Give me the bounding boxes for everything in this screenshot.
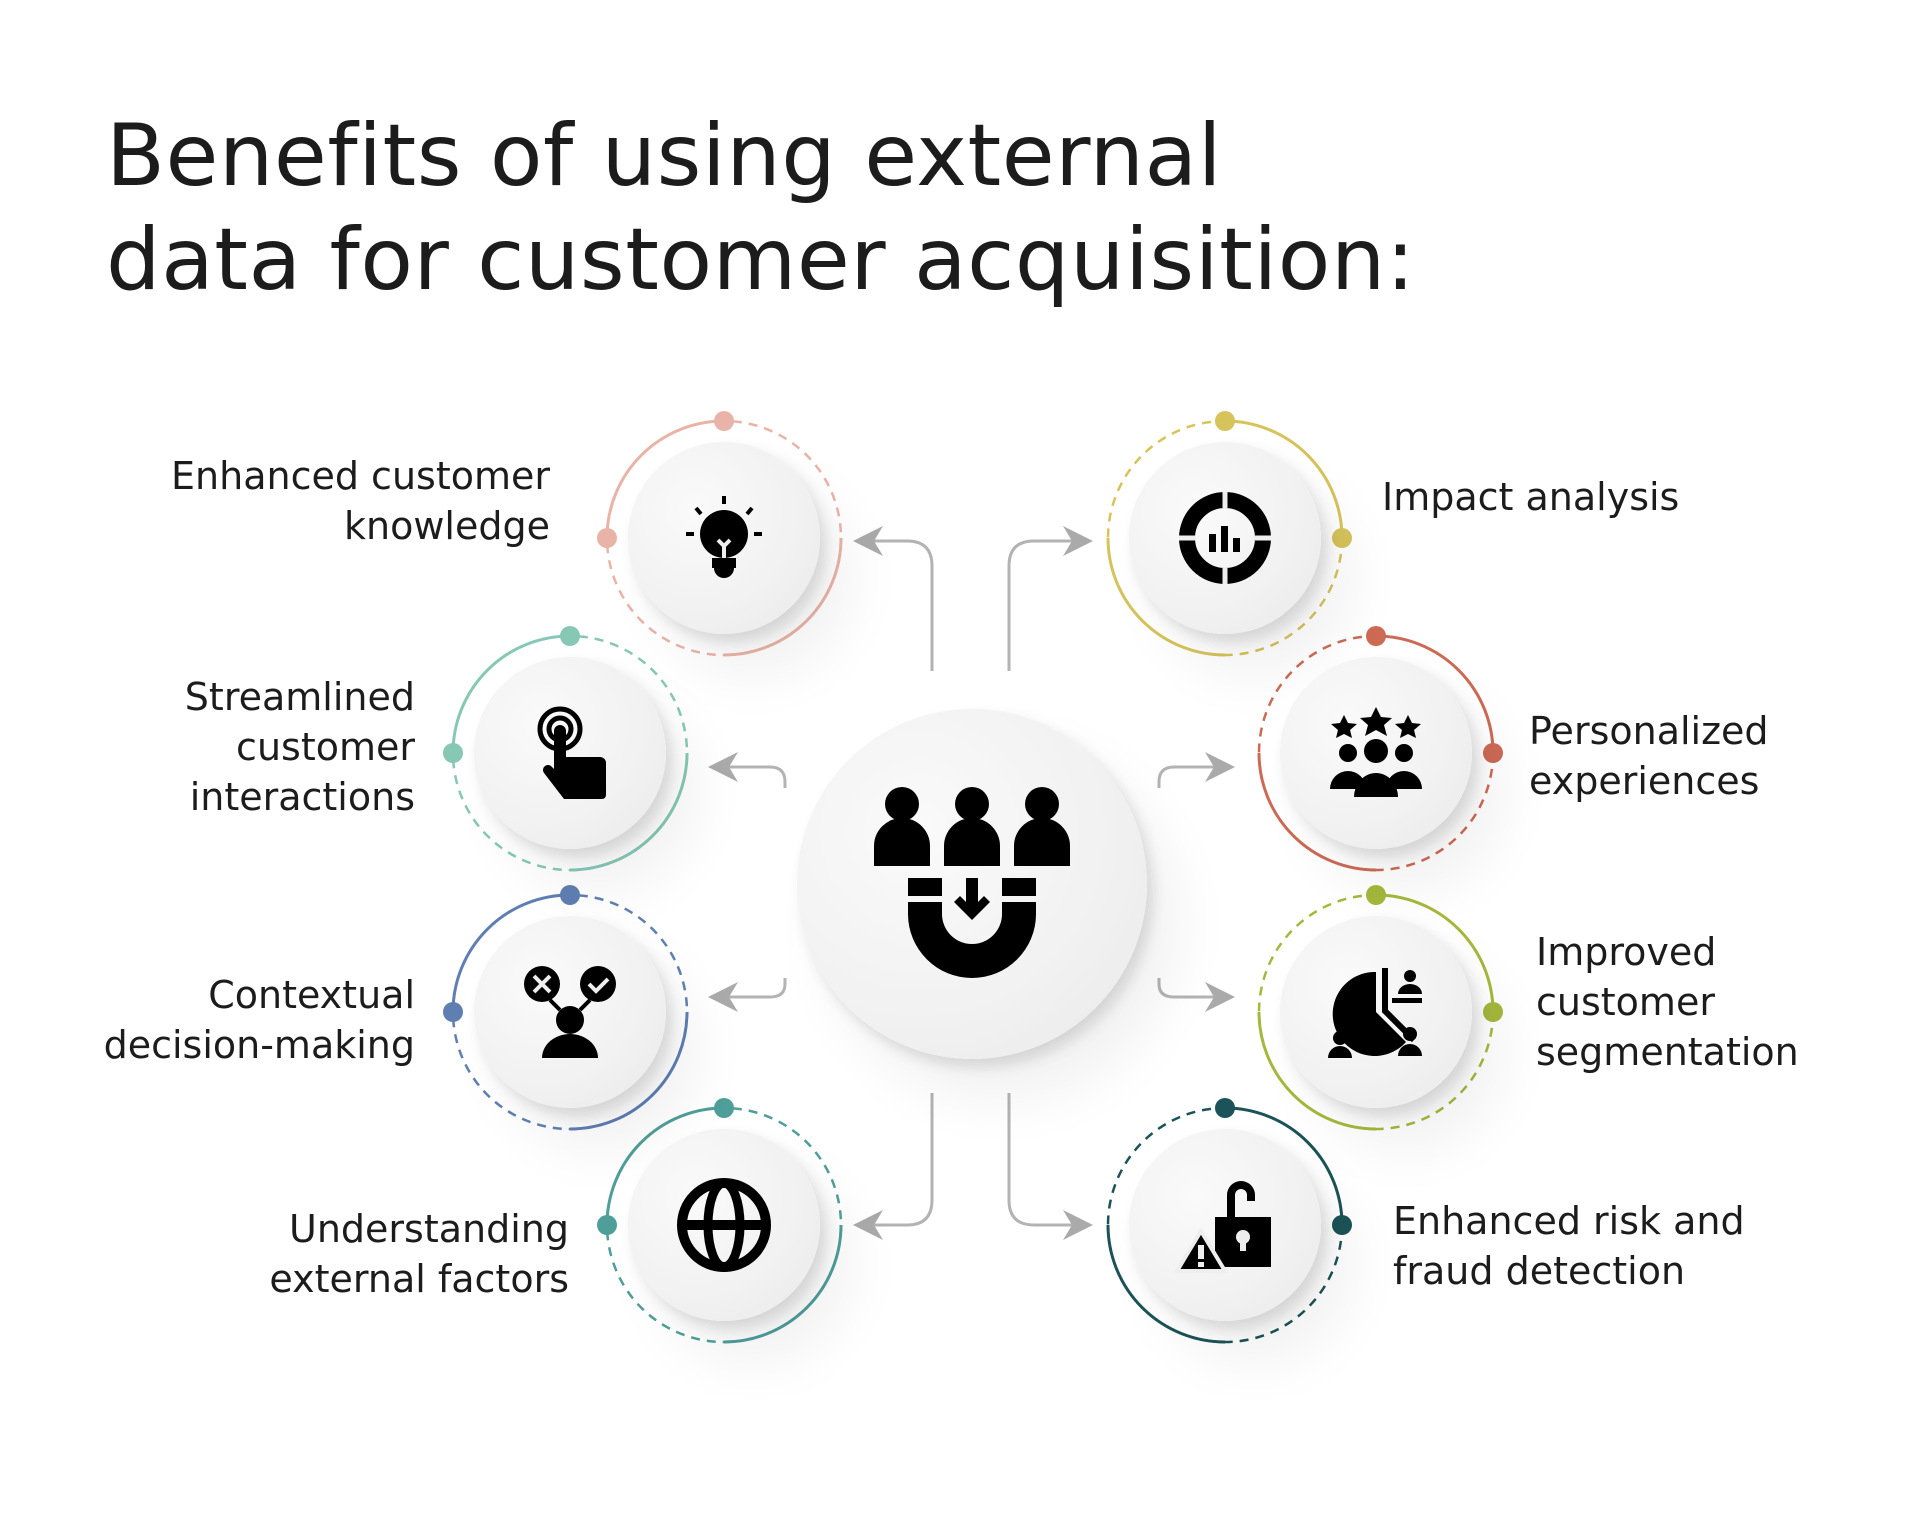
label-line: decision-making: [103, 1023, 415, 1067]
label-contextual-decision-making: Contextual decision-making: [104, 970, 415, 1070]
title-line-2: data for customer acquisition:: [106, 210, 1416, 310]
decision-icon: [524, 966, 616, 1058]
ring-dot: [597, 1215, 617, 1235]
segmentation-icon: [1328, 968, 1422, 1058]
ring-external: [597, 1098, 843, 1344]
ring-interactions: [443, 626, 689, 872]
touch-icon: [537, 706, 606, 799]
label-understanding-external-factors: Understanding external factors: [269, 1204, 569, 1304]
connector-personalized: [1157, 752, 1235, 788]
page-title: Benefits of using external data for cust…: [106, 104, 1415, 312]
label-improved-segmentation: Improved customer segmentation: [1536, 927, 1799, 1077]
ring-dot: [1332, 1215, 1352, 1235]
ring-dot: [1483, 1002, 1503, 1022]
ring-dot: [714, 1098, 734, 1118]
label-line: Contextual: [208, 973, 415, 1017]
connector-knowledge: [853, 526, 934, 671]
benefit-disc-fraud: [1129, 1129, 1321, 1321]
ring-segmentation: [1257, 885, 1503, 1131]
benefit-disc-external: [628, 1129, 820, 1321]
label-line: Understanding: [289, 1207, 569, 1251]
ring-personalized: [1257, 626, 1503, 872]
chart-donut-icon: [1179, 492, 1271, 584]
label-line: customer: [1536, 980, 1715, 1024]
connector-fraud: [1007, 1093, 1093, 1240]
title-line-1: Benefits of using external: [106, 106, 1223, 206]
label-line: Impact analysis: [1382, 475, 1680, 519]
benefit-disc-impact: [1129, 442, 1321, 634]
label-risk-fraud-detection: Enhanced risk and fraud detection: [1393, 1196, 1745, 1296]
globe-icon: [677, 1178, 771, 1272]
ring-dot: [597, 528, 617, 548]
benefit-disc-decision: [474, 916, 666, 1108]
ring-dot: [714, 411, 734, 431]
customer-magnet-icon: [874, 787, 1070, 978]
ring-fraud: [1106, 1098, 1352, 1344]
rated-group-icon: [1330, 707, 1422, 797]
label-line: Streamlined: [184, 675, 415, 719]
label-line: segmentation: [1536, 1030, 1799, 1074]
label-streamlined-interactions: Streamlined customer interactions: [185, 672, 415, 822]
benefit-disc-personalized: [1280, 657, 1472, 849]
ring-dot: [560, 626, 580, 646]
benefit-disc-interactions: [474, 657, 666, 849]
connector-segmentation: [1157, 978, 1235, 1012]
label-line: external factors: [269, 1257, 569, 1301]
label-line: fraud detection: [1393, 1249, 1686, 1293]
benefit-disc-segmentation: [1280, 916, 1472, 1108]
lightbulb-icon: [686, 496, 762, 578]
label-line: Improved: [1536, 930, 1717, 974]
connector-impact: [1007, 526, 1093, 671]
ring-dot: [1366, 626, 1386, 646]
ring-dot: [1332, 528, 1352, 548]
label-personalized-experiences: Personalized experiences: [1529, 706, 1769, 806]
label-line: customer: [236, 725, 415, 769]
ring-dot: [1483, 743, 1503, 763]
connector-interactions: [708, 752, 787, 788]
ring-dot: [443, 743, 463, 763]
label-line: Enhanced risk and: [1393, 1199, 1745, 1243]
center-hub: [797, 709, 1147, 1059]
risk-lock-icon: [1175, 1181, 1271, 1273]
ring-dot: [1215, 1098, 1235, 1118]
ring-knowledge: [597, 411, 843, 657]
benefit-disc-knowledge: [628, 442, 820, 634]
connector-external: [853, 1093, 934, 1240]
ring-dot: [443, 1002, 463, 1022]
label-line: knowledge: [344, 504, 550, 548]
label-line: experiences: [1529, 759, 1760, 803]
label-line: Enhanced customer: [171, 454, 550, 498]
label-enhanced-customer-knowledge: Enhanced customer knowledge: [171, 451, 550, 551]
label-line: interactions: [189, 775, 415, 819]
ring-dot: [1366, 885, 1386, 905]
connector-decision: [708, 978, 787, 1012]
ring-impact: [1106, 411, 1352, 657]
ring-dot: [560, 885, 580, 905]
label-impact-analysis: Impact analysis: [1382, 472, 1679, 522]
ring-decision: [443, 885, 689, 1131]
ring-dot: [1215, 411, 1235, 431]
label-line: Personalized: [1529, 709, 1769, 753]
